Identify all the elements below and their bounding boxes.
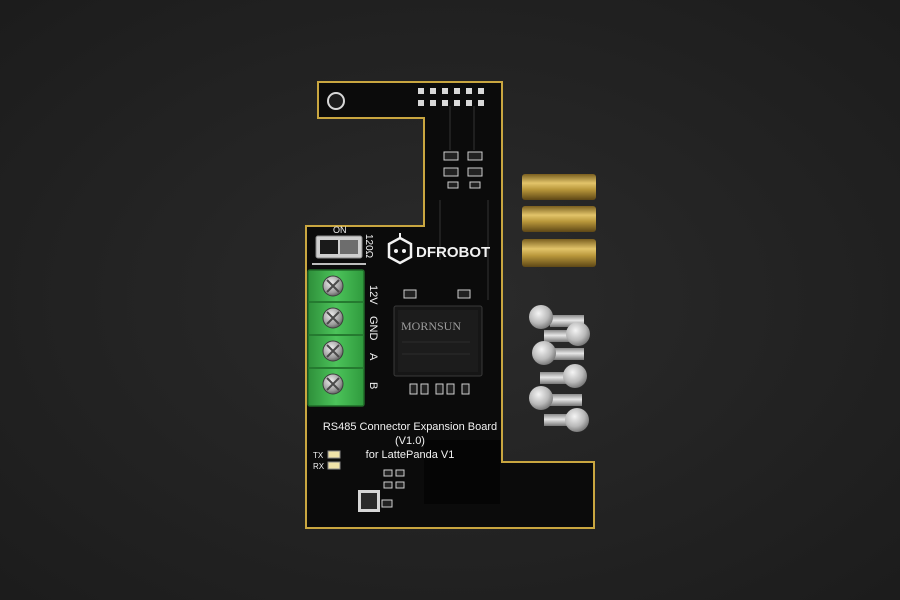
dc-module xyxy=(424,440,500,504)
led-rx xyxy=(327,461,341,470)
inductor xyxy=(358,490,380,512)
screws xyxy=(529,305,590,432)
brass-standoff xyxy=(522,239,596,267)
pin-label-gnd: GND xyxy=(367,316,379,341)
brass-standoff xyxy=(522,174,596,200)
switch-on-label: ON xyxy=(333,225,347,235)
pcb-traces xyxy=(439,106,489,300)
switch-resistor-label: 120Ω xyxy=(363,234,374,259)
pcb-outline xyxy=(305,81,595,529)
chip-brand-label: MORNSUN xyxy=(401,319,461,333)
transceiver-chip xyxy=(393,305,483,377)
led-tx xyxy=(327,450,341,459)
screw-icon xyxy=(544,408,589,432)
screw-icon xyxy=(529,386,582,410)
board-title-line2: (V1.0) xyxy=(395,435,425,447)
header-pads xyxy=(418,88,484,106)
led-tx-label: TX xyxy=(313,451,324,460)
slide-switch xyxy=(312,235,366,265)
smd-components xyxy=(367,151,483,508)
board-title-line3: for LattePanda V1 xyxy=(366,449,455,461)
brass-standoffs xyxy=(522,174,596,267)
pin-label-a: A xyxy=(367,353,379,361)
screw-icon xyxy=(540,364,587,388)
pin-label-12v: 12V xyxy=(367,285,379,305)
dfrobot-logo-icon xyxy=(387,233,413,265)
board-title-line1: RS485 Connector Expansion Board xyxy=(323,421,497,433)
screw-icon xyxy=(532,341,584,365)
terminal-block xyxy=(307,269,365,407)
pcb-board: ON 120Ω DFROBOT 12V GND A B MORNSUN RS48… xyxy=(305,81,595,529)
pin-label-b: B xyxy=(367,382,379,389)
screw-icon xyxy=(544,322,590,346)
brand-label: DFROBOT xyxy=(416,244,490,261)
led-rx-label: RX xyxy=(313,462,325,471)
brass-standoff xyxy=(522,206,596,232)
mounting-hole xyxy=(327,92,345,110)
